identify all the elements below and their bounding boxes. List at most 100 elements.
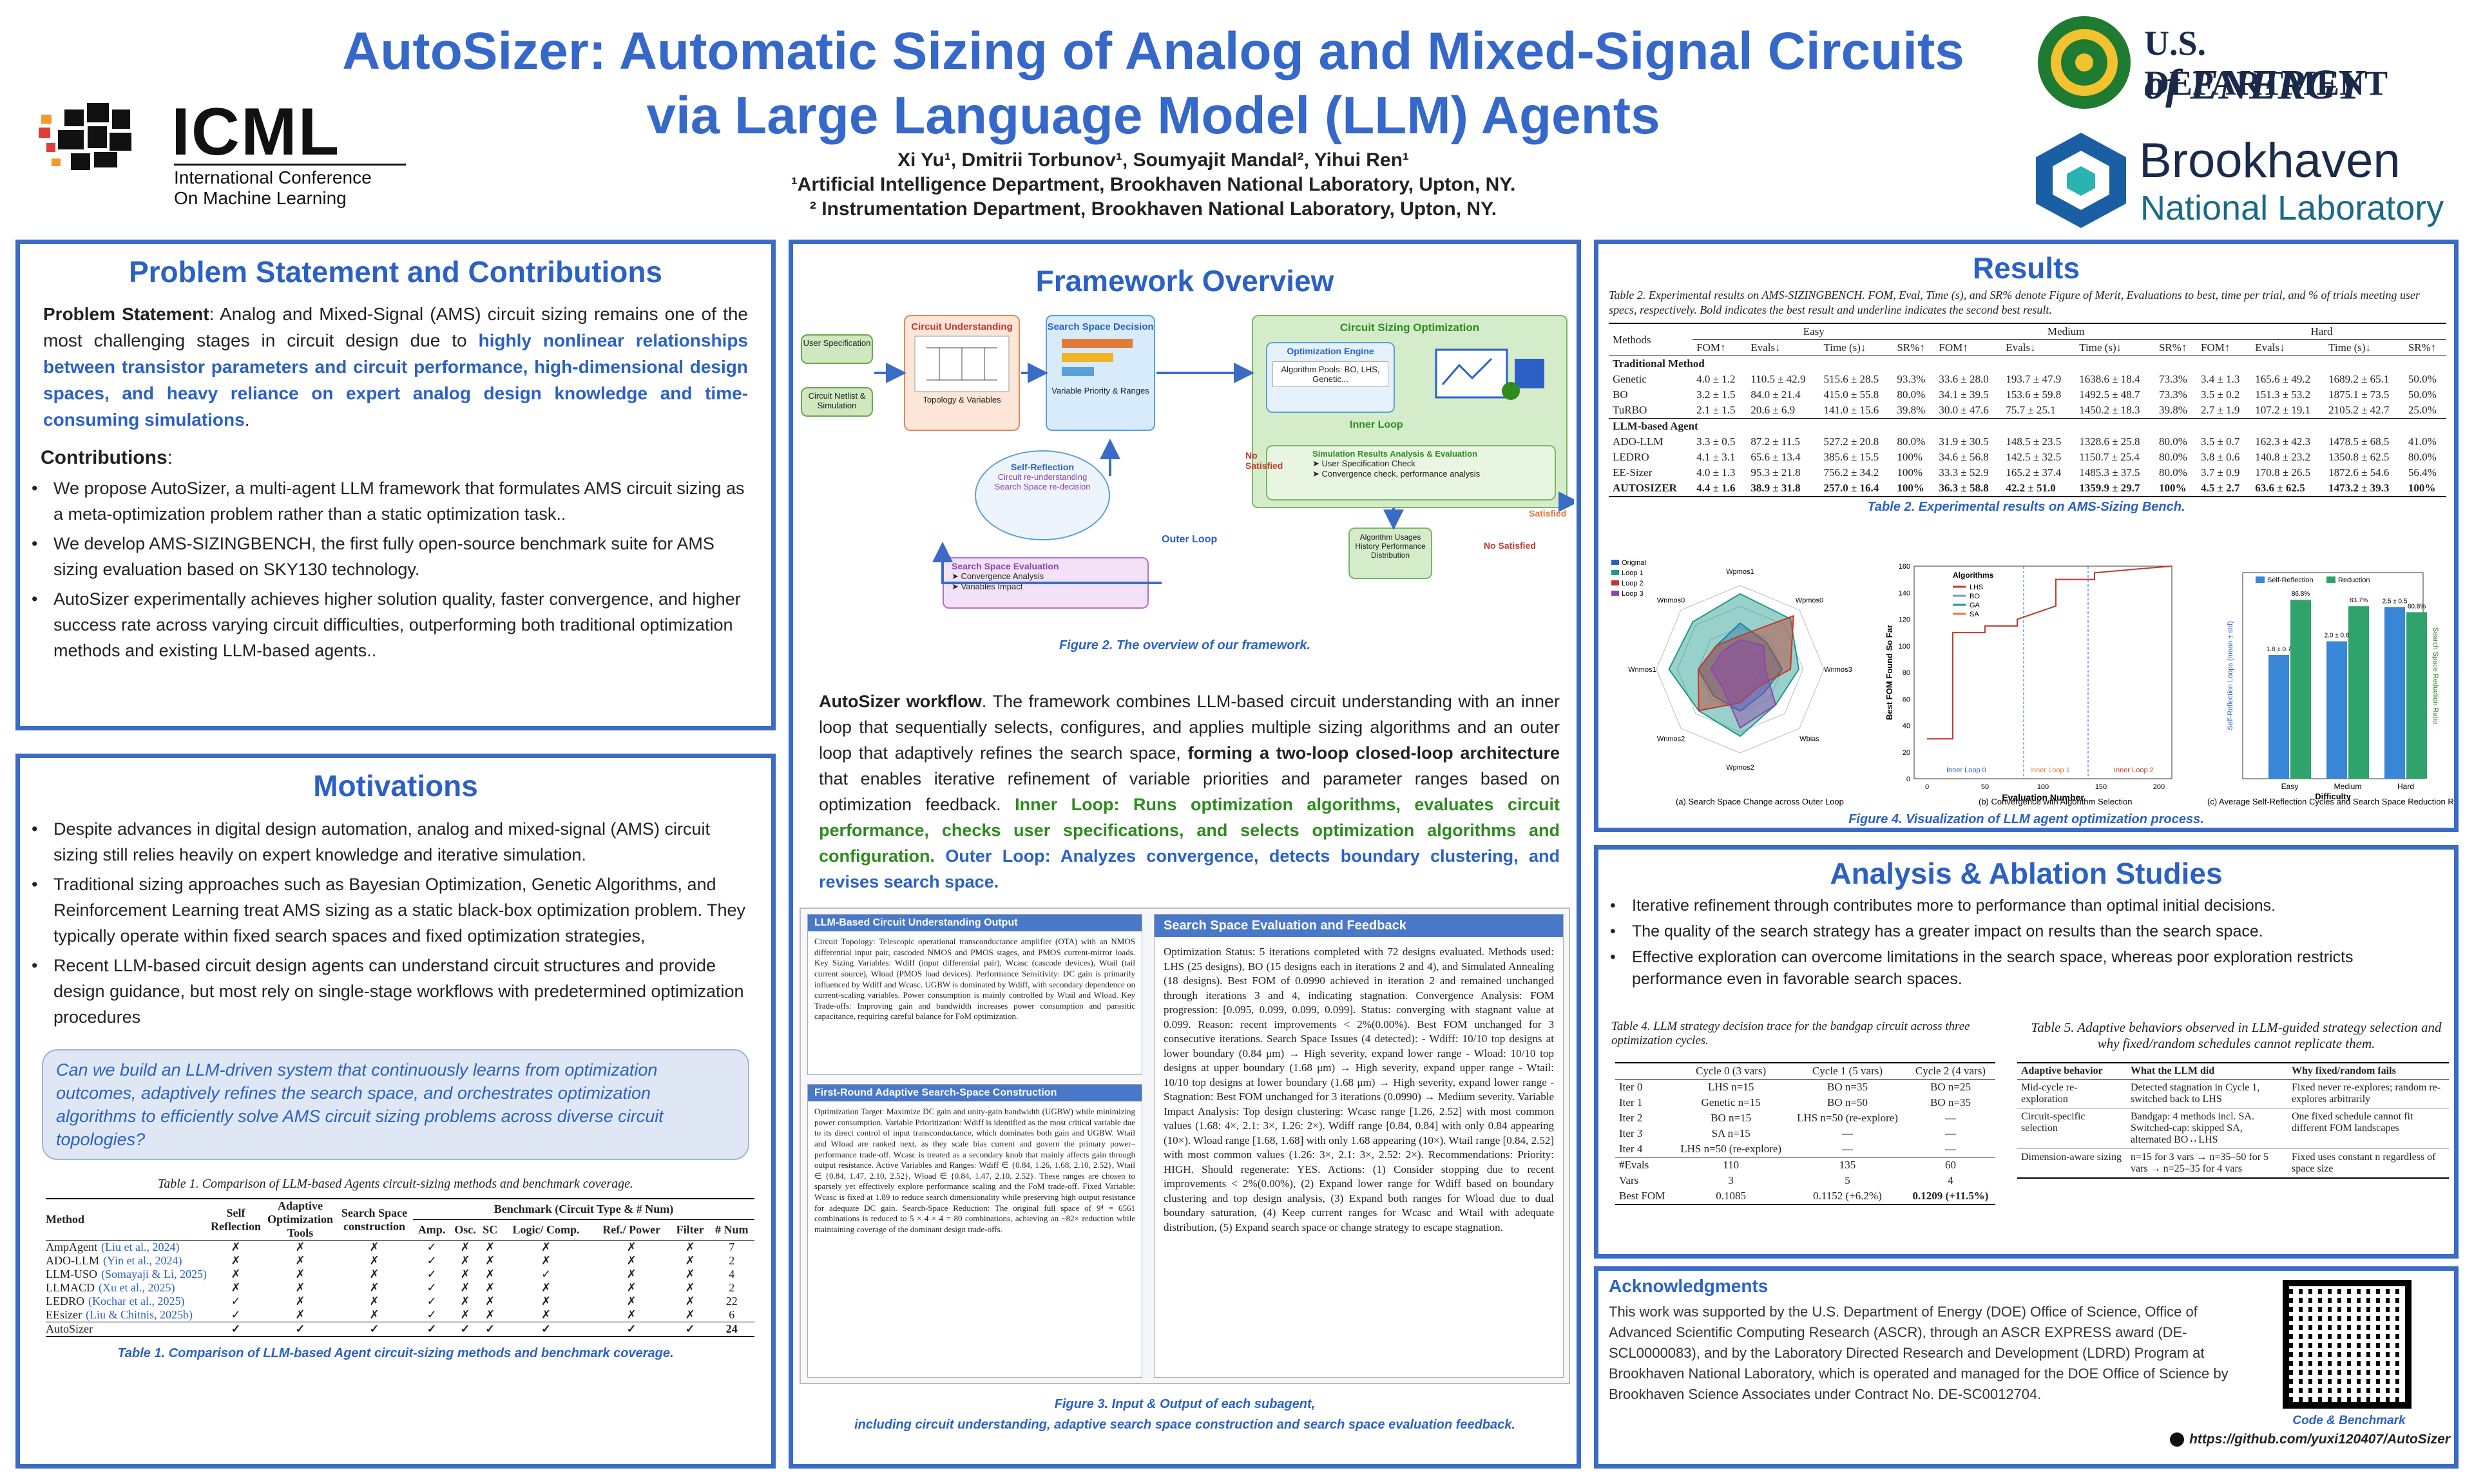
analysis-item: Effective exploration can overcome limit… (1604, 946, 2435, 990)
cell: ✗ (626, 1281, 637, 1294)
problem-statement: Problem Statement: Analog and Mixed-Sign… (20, 289, 771, 433)
reduction-bar (2406, 612, 2427, 779)
radar-label: Wpmos2 (1726, 764, 1754, 772)
cell: ✗ (685, 1268, 695, 1280)
repo-link[interactable]: https://github.com/yuxi120407/AutoSizer (2141, 1432, 2450, 1447)
conv-xtick: 150 (2095, 783, 2107, 791)
t4-head: Cycle 2 (4 vars) (1915, 1065, 1986, 1077)
rt-cell: 1450.2 ± 18.3 (2079, 404, 2140, 416)
rt-cell: 527.2 ± 20.8 (1823, 435, 1879, 448)
comparison-row: AmpAgent(Liu et al., 2024)✗✗✗✓✗✗✗✗✗7 (46, 1241, 754, 1255)
table5-caption: Table 5. Adaptive behaviors observed in … (2031, 1020, 2442, 1051)
cell: ✓ (231, 1308, 241, 1321)
rt-cell: 1328.6 ± 25.8 (2079, 435, 2140, 448)
t5-cell: Detected stagnation in Cycle 1, switched… (2131, 1082, 2260, 1105)
priority-bars-icon (1062, 339, 1133, 376)
t4-cell: 4 (1948, 1174, 1953, 1186)
cell: ✗ (485, 1241, 495, 1253)
circuit-sizing-optimization-box: Circuit Sizing Optimization Optimization… (1252, 315, 1568, 508)
rt-cell: 3.7 ± 0.9 (2201, 466, 2240, 479)
method-cell: EEsizer(Liu & Chitnis, 2025b) (46, 1308, 193, 1321)
icml-sub2: On Machine Learning (174, 188, 347, 208)
cell: ✓ (427, 1295, 437, 1308)
rt-cell: 30.0 ± 47.6 (1939, 404, 1989, 416)
rt-cell: 50.0% (2408, 388, 2437, 401)
rt-cell: 80.0% (2408, 451, 2437, 463)
github-icon (2170, 1432, 2185, 1447)
rt-col: FOM↑ (1939, 341, 1968, 354)
method-cell: LLM-USO(Somayaji & Li, 2025) (46, 1268, 207, 1280)
conv-ylabel: Best FOM Found So Far (1884, 625, 1894, 720)
rt-cell: 41.0% (2408, 435, 2437, 448)
circuit-schematic-icon (914, 336, 1010, 392)
figure3-caption-2: including circuit understanding, adaptiv… (854, 1418, 1515, 1432)
rt-cell: AUTOSIZER (1613, 482, 1677, 494)
loop-label: Inner Loop 1 (2030, 766, 2070, 774)
t4-cell: 60 (1944, 1159, 1956, 1171)
contrib-item: We develop AMS-SIZINGBENCH, the first fu… (25, 531, 748, 582)
reduction-bar (2348, 606, 2369, 779)
conv-ytick: 40 (1903, 723, 1910, 730)
bar-value-label: 2.0 ± 0.6 (2325, 633, 2350, 640)
th-osc: Osc. (454, 1223, 476, 1237)
t4-cell: BO n=25 (1930, 1081, 1971, 1093)
sub-b-label: (b) Convergence with Algorithm Selection (1979, 797, 2132, 806)
icml-brain-icon (39, 103, 131, 170)
bar-legend-swatch (2256, 576, 2265, 583)
algo-legend-title: Algorithms (1953, 571, 1994, 580)
radar-grid (1718, 647, 1762, 691)
rt-cell: EE-Sizer (1613, 466, 1653, 479)
rt-cell: 257.0 ± 16.4 (1823, 482, 1879, 494)
t4-head: Cycle 0 (3 vars) (1696, 1065, 1767, 1077)
legend-swatch (1611, 591, 1619, 596)
contrib-label: Contributions (41, 447, 168, 468)
rt-cell: LEDRO (1613, 451, 1649, 463)
sub-a-label: (a) Search Space Change across Outer Loo… (1676, 797, 1844, 806)
t4-cell: Iter 0 (1619, 1081, 1643, 1093)
doe-seal-icon (2038, 16, 2131, 109)
rt-cell: 84.0 ± 21.4 (1750, 388, 1801, 401)
th-ref: Ref./ Power (602, 1223, 661, 1237)
rt-cell: 107.2 ± 19.1 (2255, 404, 2311, 416)
analysis-list: Iterative refinement through contributes… (1598, 891, 2454, 990)
rt-cell: 165.2 ± 37.4 (2006, 466, 2062, 479)
ssd-sub: Variable Priority & Ranges (1051, 386, 1149, 395)
rt-cell: 140.8 ± 23.2 (2255, 451, 2311, 463)
reflection-bar (2384, 607, 2405, 779)
method-cell: LLMACD(Xu et al., 2025) (46, 1281, 175, 1294)
cell: ✗ (541, 1254, 551, 1267)
t4-cell: — (1944, 1143, 1956, 1155)
affiliation-2: ² Instrumentation Department, Brookhaven… (809, 198, 1497, 220)
cell: ✗ (460, 1308, 470, 1321)
t4-cell: Genetic n=15 (1701, 1096, 1761, 1108)
reflection-bar (2268, 655, 2289, 779)
rt-cell: 1872.6 ± 54.6 (2328, 466, 2390, 479)
ps-text: : Analog and Mixed-Signal (AMS) circuit … (43, 304, 748, 350)
cell: ✗ (295, 1268, 305, 1280)
bar-pct-label: 83.7% (2350, 597, 2368, 604)
rt-cell: 100% (1897, 466, 1923, 479)
motivation-list: Despite advances in digital design autom… (20, 803, 771, 1030)
cell: ✗ (685, 1281, 695, 1294)
t4-cell: Iter 1 (1619, 1096, 1643, 1108)
cell: 2 (729, 1281, 735, 1294)
rt-cell: ADO-LLM (1613, 435, 1664, 448)
ps-label: Problem Statement (43, 304, 209, 324)
legend-swatch (1611, 570, 1619, 575)
motivation-item: Traditional sizing approaches such as Ba… (25, 871, 748, 949)
rt-cell: 1473.2 ± 39.3 (2328, 482, 2390, 494)
t4-cell: — (1944, 1112, 1956, 1124)
cell: ✗ (485, 1295, 495, 1308)
cell: ✗ (460, 1241, 470, 1253)
bar-category: Hard (2397, 782, 2414, 791)
search-space-decision-box: Search Space Decision Variable Priority … (1046, 315, 1155, 431)
results-table: Methods Easy Medium Hard FOM↑Evals↓Time … (1609, 323, 2446, 497)
conv-ytick: 60 (1903, 696, 1910, 703)
cell: ✗ (626, 1241, 637, 1253)
card3-title: Search Space Evaluation and Feedback (1155, 915, 1563, 937)
